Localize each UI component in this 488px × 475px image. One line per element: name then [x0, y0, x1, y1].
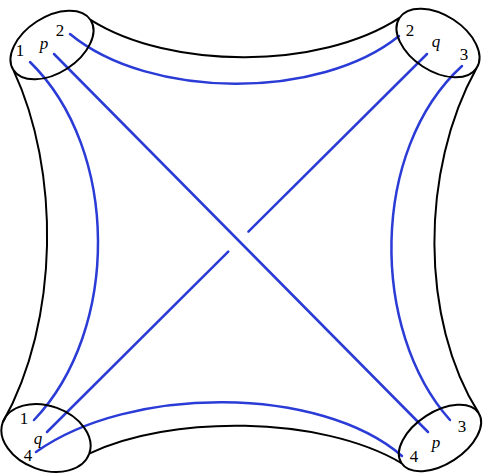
boundary-circle: 4p3	[390, 403, 488, 473]
boundary-point-number: 1	[20, 410, 29, 427]
boundary-ellipse	[387, 391, 488, 475]
strand-label: p	[432, 434, 441, 451]
strand	[54, 54, 428, 432]
boundary-point-number: 4	[410, 448, 419, 465]
boundary-point-number: 3	[458, 418, 467, 435]
tube-edge	[3, 70, 47, 422]
boundary-point-number: 2	[56, 22, 65, 39]
strand-label: q	[34, 430, 43, 447]
boundary-point-number: 2	[406, 22, 415, 39]
boundary-point-number: 4	[24, 447, 33, 464]
boundary-circle: 1p2	[2, 10, 102, 80]
boundary-ellipse	[0, 392, 100, 475]
strand-label: q	[432, 33, 441, 50]
boundary-ellipse	[0, 0, 106, 94]
boundary-point-number: 3	[460, 46, 469, 63]
strand-label: p	[40, 35, 49, 52]
strand	[70, 34, 399, 84]
tube-edge	[434, 68, 478, 413]
strand	[391, 66, 462, 420]
boundary-ellipse	[0, 403, 96, 473]
boundary-point-number: 1	[16, 42, 25, 59]
tube-edge	[89, 426, 401, 463]
strand	[47, 54, 427, 432]
boundary-circle: 1q4	[0, 403, 96, 473]
strand	[30, 62, 98, 420]
tube-edge	[91, 18, 400, 57]
boundary-circle: 2q 3	[388, 8, 488, 78]
boundary-ellipse	[384, 0, 488, 92]
